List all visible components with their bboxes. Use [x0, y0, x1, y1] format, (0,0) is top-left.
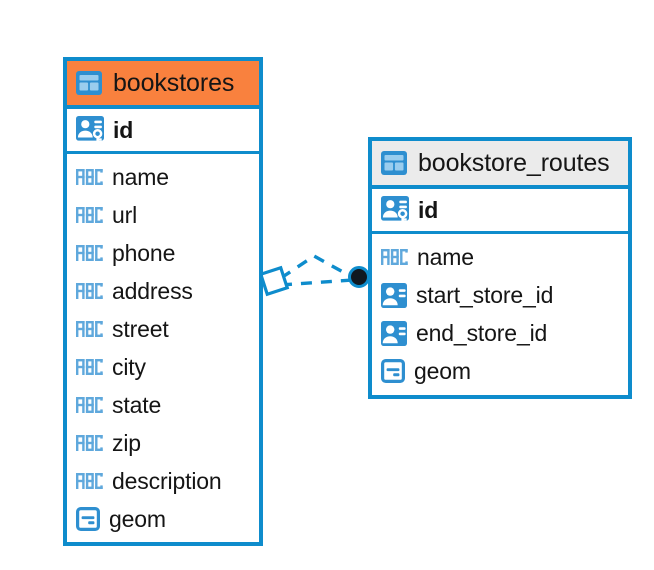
entity-title-bookstore-routes: bookstore_routes: [418, 148, 610, 177]
geometry-type-icon: [381, 359, 405, 383]
text-type-icon: [76, 283, 103, 299]
relationship-line-lower: [280, 278, 353, 287]
field-label-end-store-id: end_store_id: [416, 319, 548, 346]
field-row-url[interactable]: url: [67, 196, 259, 234]
entity-bookstores[interactable]: bookstores id: [63, 57, 263, 546]
foreign-key-icon: [381, 282, 407, 308]
field-label-geom: geom: [109, 505, 166, 532]
field-label-name: name: [112, 163, 169, 190]
foreign-key-icon: [381, 320, 407, 346]
field-row-geom[interactable]: geom: [372, 352, 628, 390]
field-row-street[interactable]: street: [67, 310, 259, 348]
field-row-state[interactable]: state: [67, 386, 259, 424]
field-row-name[interactable]: name: [67, 158, 259, 196]
primary-key-icon: [381, 196, 409, 223]
field-label-url: url: [112, 201, 138, 228]
entity-columns-bookstores: name: [67, 154, 259, 544]
field-row-id[interactable]: id: [67, 109, 259, 154]
entity-bookstore-routes[interactable]: bookstore_routes id: [368, 137, 632, 399]
field-label-id: id: [113, 116, 134, 143]
text-type-icon: [76, 397, 103, 413]
text-type-icon: [76, 245, 103, 261]
field-row-phone[interactable]: phone: [67, 234, 259, 272]
text-type-icon: [76, 359, 103, 375]
field-label-name: name: [417, 243, 474, 270]
table-icon: [76, 71, 102, 95]
field-label-state: state: [112, 391, 162, 418]
field-row-end-store-id[interactable]: end_store_id: [372, 314, 628, 352]
field-label-start-store-id: start_store_id: [416, 281, 554, 308]
text-type-icon: [76, 207, 103, 223]
field-row-zip[interactable]: zip: [67, 424, 259, 462]
geometry-type-icon: [76, 507, 100, 531]
field-label-city: city: [112, 353, 146, 380]
entity-title-bookstores: bookstores: [113, 68, 235, 97]
field-row-city[interactable]: city: [67, 348, 259, 386]
entity-fields-bookstores: id: [67, 109, 259, 544]
field-row-geom[interactable]: geom: [67, 500, 259, 538]
text-type-icon: [76, 435, 103, 451]
field-label-description: description: [112, 467, 222, 494]
field-row-id[interactable]: id: [372, 189, 628, 234]
field-label-geom: geom: [414, 357, 471, 384]
entity-fields-bookstore-routes: id: [372, 189, 628, 396]
field-row-start-store-id[interactable]: start_store_id: [372, 276, 628, 314]
relationship-line-upper: [280, 254, 353, 280]
field-label-address: address: [112, 277, 193, 304]
relationship-circle-marker: [348, 266, 370, 288]
field-row-name[interactable]: name: [372, 238, 628, 276]
text-type-icon: [381, 249, 408, 265]
field-row-description[interactable]: description: [67, 462, 259, 500]
field-label-id: id: [418, 196, 439, 223]
entity-columns-bookstore-routes: name start_store_id: [372, 234, 628, 396]
text-type-icon: [76, 473, 103, 489]
field-label-street: street: [112, 315, 169, 342]
field-label-phone: phone: [112, 239, 176, 266]
entity-header-bookstore-routes[interactable]: bookstore_routes: [372, 141, 628, 189]
text-type-icon: [76, 321, 103, 337]
text-type-icon: [76, 169, 103, 185]
relationship-diamond-marker: [258, 265, 290, 297]
primary-key-icon: [76, 116, 104, 143]
field-label-zip: zip: [112, 429, 141, 456]
table-icon: [381, 151, 407, 175]
field-row-address[interactable]: address: [67, 272, 259, 310]
entity-header-bookstores[interactable]: bookstores: [67, 61, 259, 109]
